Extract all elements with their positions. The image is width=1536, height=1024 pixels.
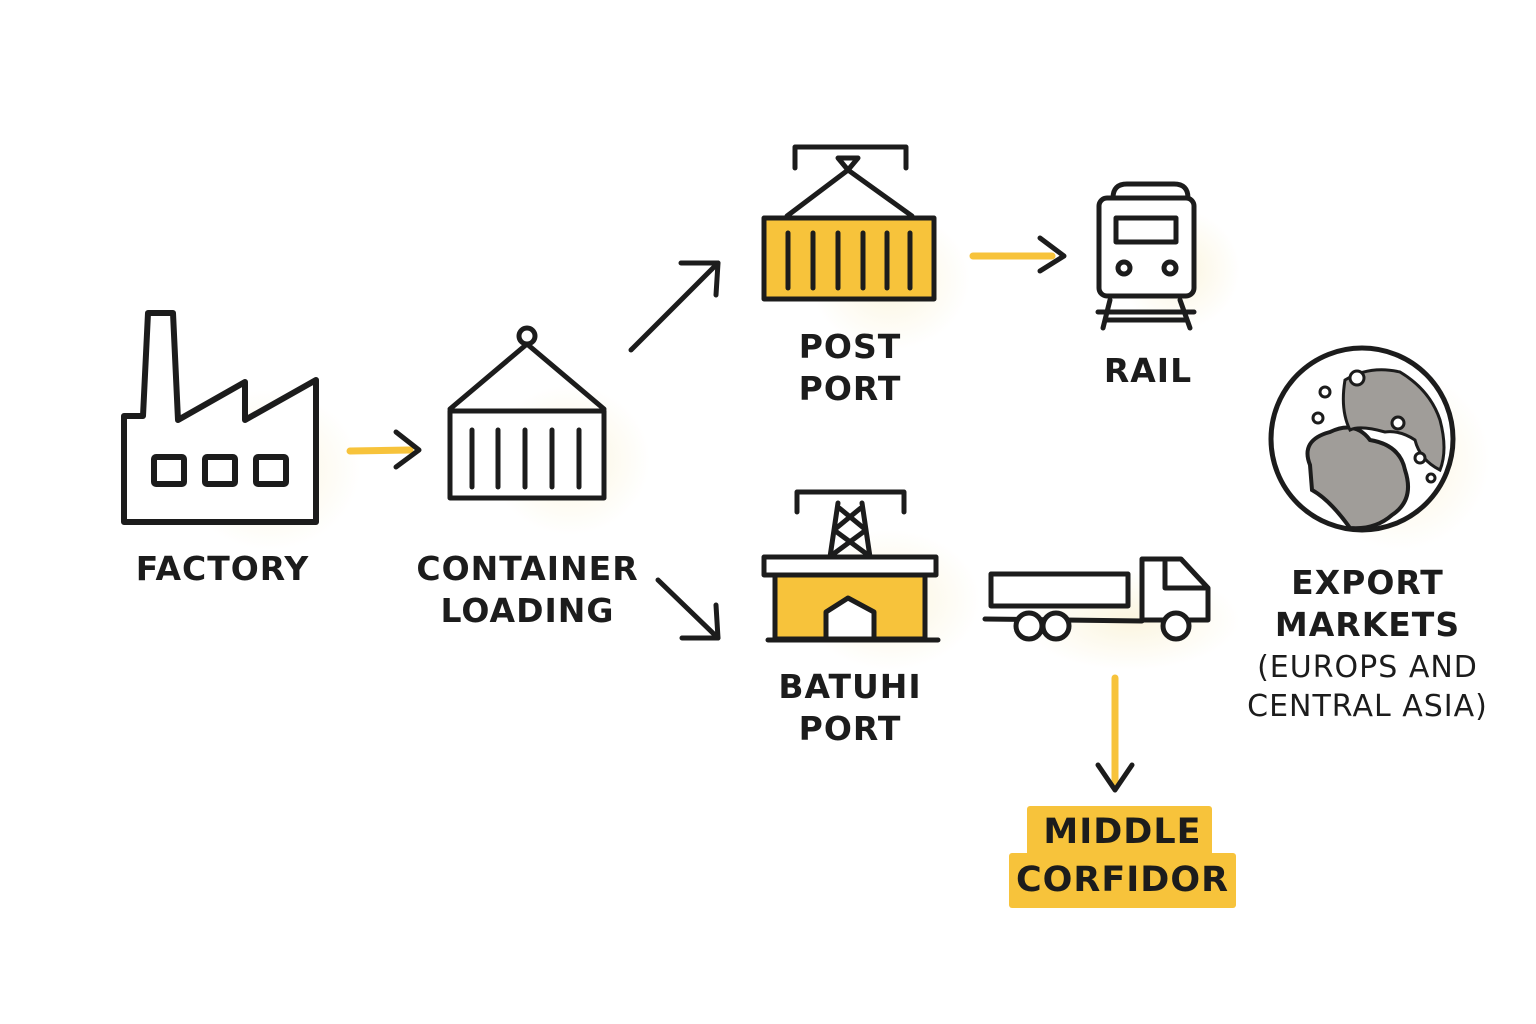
middle-corridor-badge-bottom <box>1009 853 1236 908</box>
globe-icon <box>1268 345 1456 533</box>
post-port-label: POST PORT <box>760 326 940 410</box>
arrow-container-to-post-port <box>628 260 721 353</box>
rail-label-line: RAIL <box>1103 351 1193 390</box>
export-markets-label-line-1: EXPORT <box>1291 563 1444 602</box>
container-loading-label-line-2: LOADING <box>440 591 615 630</box>
hanging-container-icon <box>447 325 607 501</box>
middle-corridor-label-line-2: CORFIDOR <box>1015 860 1230 900</box>
arrow-factory-to-container <box>346 429 422 470</box>
export-markets-sub-line-1: (EUROPS AND <box>1257 650 1478 685</box>
post-port-label-line-2: PORT <box>798 369 902 408</box>
middle-corridor-label-line-1: MIDDLE <box>1043 812 1202 852</box>
crane-container-icon <box>761 144 937 302</box>
factory-label-line: FACTORY <box>135 549 310 588</box>
factory-label: FACTORY <box>120 548 325 590</box>
batumi-port-label-line-1: BATUHI <box>778 667 922 706</box>
truck-icon <box>982 556 1211 642</box>
train-icon <box>1095 181 1197 331</box>
rail-label: RAIL <box>1088 350 1208 392</box>
container-loading-label-line-1: CONTAINER <box>416 549 639 588</box>
middle-corridor-badge-top <box>1027 806 1212 858</box>
export-markets-sub-line-2: CENTRAL ASIA) <box>1247 689 1488 724</box>
export-markets-label: EXPORT MARKETS (EUROPS AND CENTRAL ASIA) <box>1245 562 1490 726</box>
port-terminal-icon <box>761 489 941 643</box>
batumi-port-label-line-2: PORT <box>798 709 902 748</box>
arrow-truck-to-middle-corridor <box>1095 674 1135 793</box>
post-port-label-line-1: POST <box>798 327 902 366</box>
arrow-container-to-batumi-port <box>655 577 721 641</box>
export-markets-label-line-2: MARKETS <box>1274 605 1461 644</box>
container-loading-label: CONTAINER LOADING <box>400 548 655 632</box>
factory-icon <box>121 310 319 525</box>
batumi-port-label: BATUHI PORT <box>755 666 945 750</box>
arrow-post-port-to-rail <box>969 235 1067 274</box>
